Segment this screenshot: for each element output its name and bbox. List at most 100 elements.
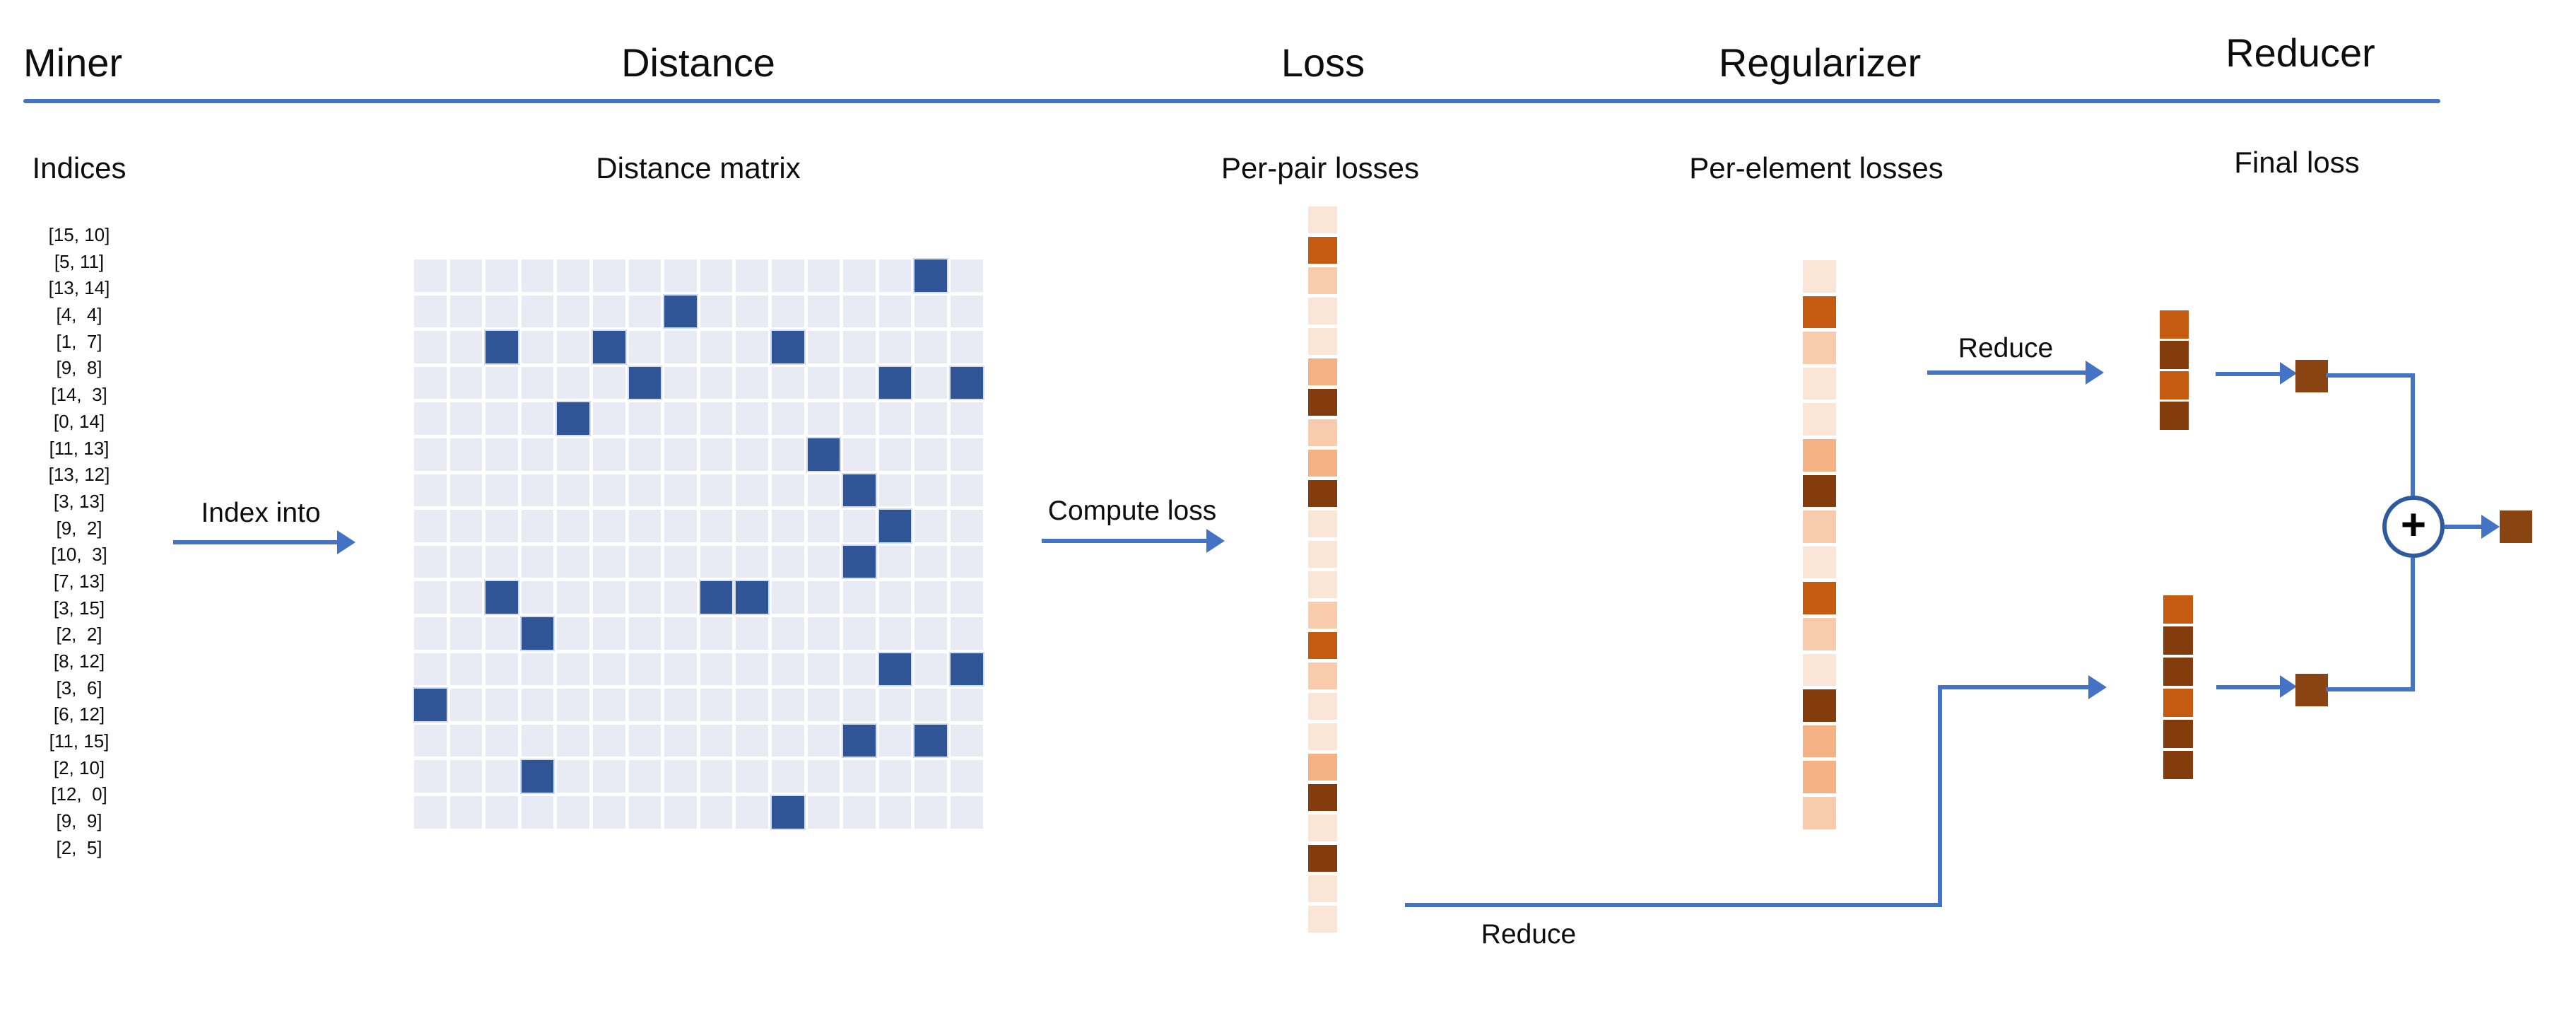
matrix-cell — [664, 795, 697, 829]
matrix-cell — [486, 653, 518, 686]
matrix-cell — [557, 474, 589, 507]
matrix-cell — [449, 760, 483, 793]
matrix-cell — [521, 295, 554, 328]
strip-cell — [1308, 237, 1337, 264]
index-pair: [2, 10] — [53, 757, 105, 778]
strip-cell — [1803, 260, 1836, 293]
matrix-cell — [521, 510, 554, 542]
matrix-cell — [914, 581, 947, 614]
strip-cell — [1308, 662, 1337, 689]
bottom-square-connector-horizontal — [2326, 687, 2415, 691]
matrix-cell-mined — [950, 653, 983, 686]
final-loss-square — [2500, 510, 2532, 543]
matrix-cell — [628, 474, 661, 507]
index-pair: [9, 2] — [56, 517, 102, 539]
matrix-cell — [878, 724, 912, 757]
reduce-bottom-elbow-horizontal — [1405, 903, 1942, 907]
matrix-cell — [736, 795, 768, 829]
matrix-cell — [878, 402, 912, 435]
matrix-cell — [736, 760, 768, 793]
matrix-cell — [557, 724, 589, 757]
header-reducer: Reducer — [2225, 30, 2375, 75]
matrix-cell — [592, 366, 625, 399]
index-pair: [9, 9] — [56, 810, 102, 832]
matrix-cell — [592, 259, 625, 292]
strip-cell — [2163, 689, 2193, 717]
matrix-cell — [843, 795, 876, 829]
matrix-cell — [449, 366, 483, 399]
matrix-cell — [807, 617, 840, 650]
matrix-cell — [914, 545, 947, 578]
index-pair: [7, 13] — [53, 570, 105, 592]
matrix-cell — [486, 438, 518, 471]
matrix-cell — [700, 331, 733, 363]
matrix-cell — [592, 795, 625, 829]
strip-cell — [2163, 720, 2193, 748]
matrix-cell — [843, 617, 876, 650]
matrix-cell — [771, 689, 804, 721]
matrix-cell — [807, 653, 840, 686]
matrix-cell — [878, 331, 912, 363]
matrix-cell — [843, 331, 876, 363]
index-pair: [11, 15] — [49, 730, 110, 752]
matrix-cell — [449, 724, 483, 757]
strip-cell — [1308, 845, 1337, 872]
matrix-cell — [521, 795, 554, 829]
reduced-pair-loss-square — [2295, 360, 2328, 392]
strip-cell — [1308, 206, 1337, 233]
matrix-cell — [664, 689, 697, 721]
matrix-cell — [486, 366, 518, 399]
strip-cell — [2160, 341, 2189, 369]
index-into-arrow — [173, 540, 337, 544]
matrix-cell — [807, 581, 840, 614]
matrix-cell — [807, 795, 840, 829]
matrix-cell-mined — [878, 653, 912, 686]
matrix-cell — [486, 617, 518, 650]
matrix-cell — [950, 581, 983, 614]
matrix-cell-mined — [700, 581, 733, 614]
matrix-cell — [486, 510, 518, 542]
matrix-cell — [414, 474, 447, 507]
matrix-cell — [843, 689, 876, 721]
matrix-cell — [414, 581, 447, 614]
matrix-cell — [664, 653, 697, 686]
matrix-cell — [914, 617, 947, 650]
matrix-cell — [843, 259, 876, 292]
strip-cell — [1803, 725, 1836, 758]
matrix-cell — [771, 617, 804, 650]
matrix-cell — [807, 331, 840, 363]
matrix-cell — [449, 259, 483, 292]
matrix-cell — [449, 581, 483, 614]
matrix-cell — [557, 581, 589, 614]
matrix-cell — [449, 295, 483, 328]
reduced-pair-losses-strip — [2160, 310, 2189, 430]
strip-cell — [1308, 754, 1337, 781]
matrix-cell — [736, 474, 768, 507]
matrix-cell — [414, 438, 447, 471]
matrix-cell — [914, 402, 947, 435]
sum-node: + — [2382, 496, 2445, 558]
matrix-cell — [449, 689, 483, 721]
matrix-cell — [771, 581, 804, 614]
index-pair: [2, 2] — [56, 624, 102, 646]
matrix-cell-mined — [771, 795, 804, 829]
matrix-cell — [700, 617, 733, 650]
matrix-cell — [628, 689, 661, 721]
matrix-cell-mined — [843, 474, 876, 507]
matrix-cell — [914, 760, 947, 793]
matrix-cell — [664, 510, 697, 542]
index-pair: [3, 15] — [53, 597, 105, 619]
header-underline — [23, 99, 2440, 103]
matrix-cell — [414, 295, 447, 328]
matrix-cell — [807, 760, 840, 793]
matrix-cell — [628, 438, 661, 471]
matrix-cell — [664, 438, 697, 471]
strip-cell — [1803, 617, 1836, 650]
matrix-cell — [521, 545, 554, 578]
matrix-cell — [950, 474, 983, 507]
matrix-cell — [592, 653, 625, 686]
matrix-cell-mined — [557, 402, 589, 435]
matrix-cell — [700, 259, 733, 292]
matrix-cell — [486, 474, 518, 507]
matrix-cell — [771, 760, 804, 793]
